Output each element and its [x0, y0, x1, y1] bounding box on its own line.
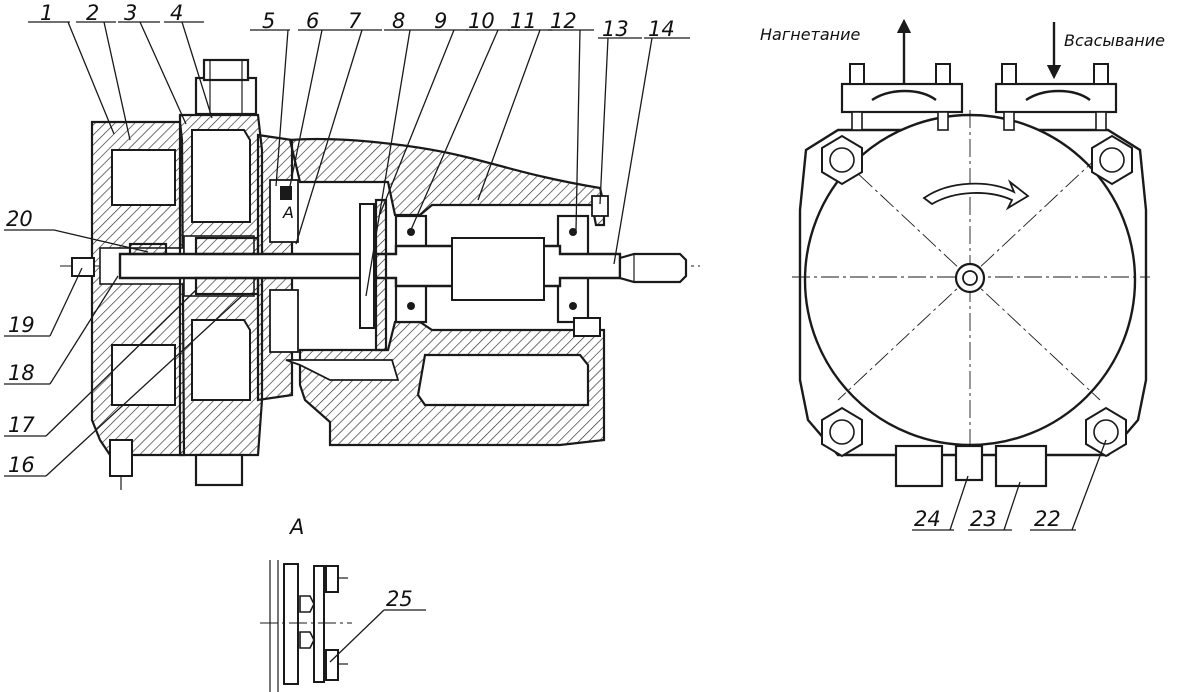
bearing-bracket	[288, 137, 606, 227]
callout-5: 5	[262, 9, 275, 33]
view-a-title: A	[288, 515, 304, 539]
callouts-top: 1 2 3 4 5 6 7 8 9 10 11 12	[28, 1, 690, 297]
callout-11: 11	[510, 9, 537, 33]
rotation-arrow-icon	[922, 179, 1030, 211]
section-marker-a: A	[282, 203, 294, 222]
corner-bolt-bl	[821, 406, 863, 458]
view-a-detail: A 25	[260, 515, 426, 692]
bottom-plug-middle	[954, 444, 984, 482]
discharge-label: Нагнетание	[760, 25, 861, 44]
callout-23: 23	[970, 507, 997, 531]
end-view: Нагнетание Всасывание	[760, 18, 1165, 531]
bottom-plug-right	[994, 444, 1048, 488]
callout-8: 8	[392, 9, 405, 33]
callout-9: 9	[434, 9, 447, 33]
suction-label: Всасывание	[1064, 31, 1165, 50]
suction-valve	[994, 63, 1118, 131]
callout-1: 1	[40, 1, 53, 25]
callout-13: 13	[602, 17, 629, 41]
callout-19: 19	[8, 313, 35, 337]
callout-24: 24	[914, 507, 941, 531]
callout-2: 2	[86, 1, 99, 25]
callout-22: 22	[1034, 507, 1061, 531]
bottom-plug-left	[894, 444, 944, 488]
callout-3: 3	[124, 1, 137, 25]
callout-12: 12	[550, 9, 577, 33]
corner-bolt-br	[1085, 406, 1127, 458]
callout-17: 17	[8, 413, 35, 437]
callout-6: 6	[306, 9, 319, 33]
callout-16: 16	[8, 453, 35, 477]
corner-bolt-tr	[1091, 134, 1133, 186]
corner-bolt-tl	[821, 134, 863, 186]
callout-25: 25	[386, 587, 413, 611]
callout-4: 4	[170, 1, 183, 25]
section-view: A	[60, 58, 700, 490]
callout-20: 20	[6, 207, 33, 231]
callout-10: 10	[468, 9, 495, 33]
callouts-left: 20 19 18 17 16	[4, 207, 245, 477]
callout-7: 7	[348, 9, 362, 33]
discharge-valve	[840, 63, 964, 131]
callout-18: 18	[8, 361, 35, 385]
callout-14: 14	[648, 17, 675, 41]
